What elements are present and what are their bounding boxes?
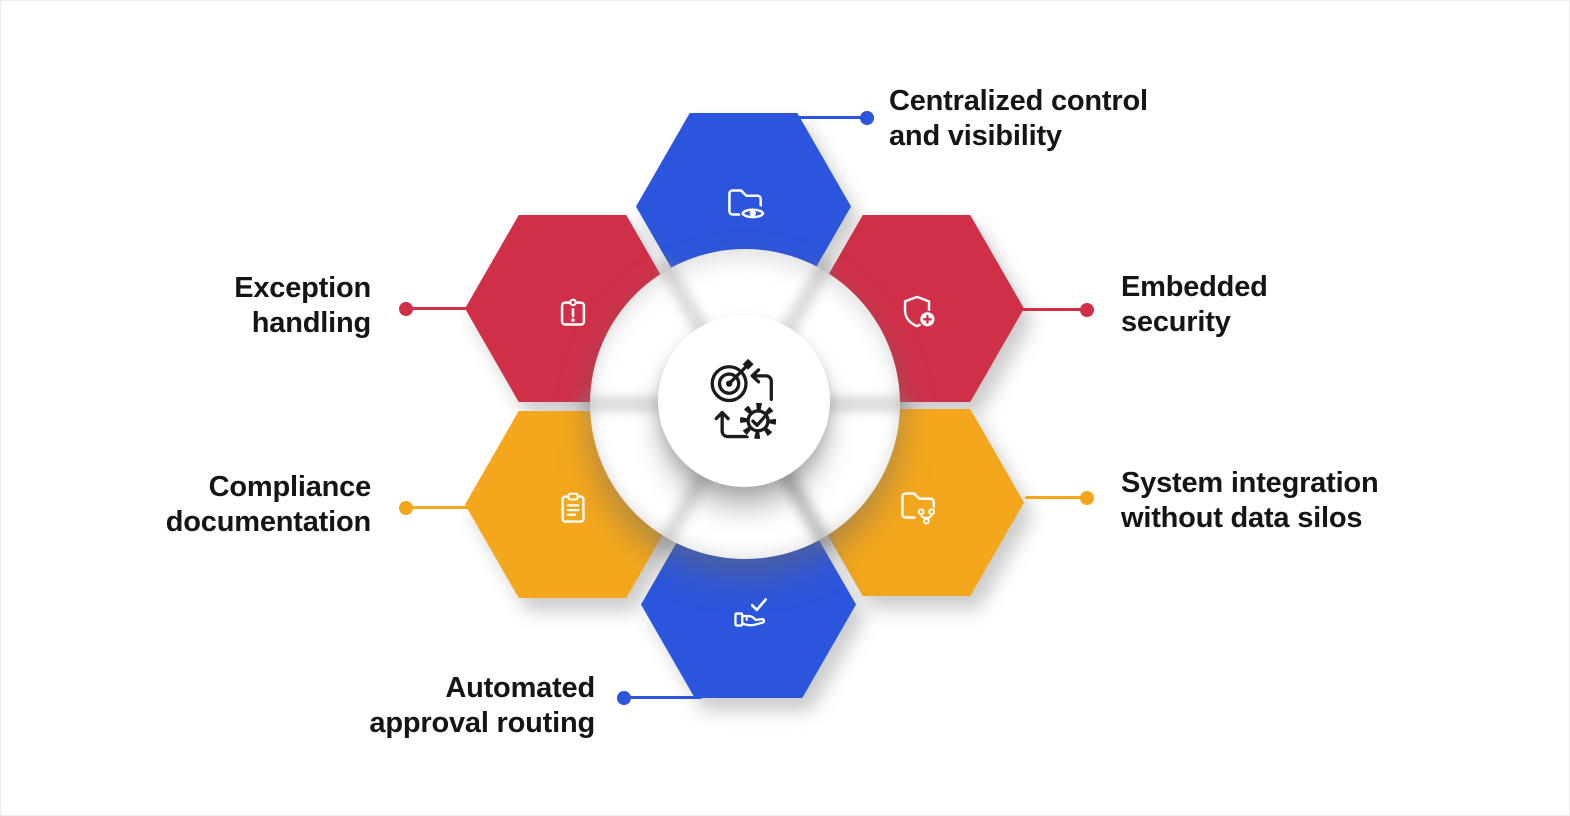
label-line: System integration	[1121, 467, 1379, 499]
label-line: handling	[251, 307, 371, 339]
connector-line-system-integration	[1025, 496, 1085, 499]
connector-dot-exception-handling	[399, 302, 413, 316]
connector-line-exception-handling	[411, 307, 473, 310]
label-line: Centralized control	[889, 85, 1148, 117]
hand-check-icon	[733, 597, 767, 627]
label-automated-approval: Automated approval routing	[369, 671, 595, 741]
connector-line-compliance-documentation	[411, 506, 473, 509]
label-embedded-security: Embedded security	[1121, 270, 1268, 340]
connector-dot-embedded-security	[1080, 303, 1094, 317]
label-line: Compliance	[208, 471, 372, 503]
folder-branch-icon	[900, 491, 937, 527]
label-compliance-documentation: Compliance documentation	[166, 470, 371, 540]
label-exception-handling: Exception handling	[234, 271, 371, 341]
connector-dot-system-integration	[1080, 491, 1094, 505]
label-system-integration: System integration without data silos	[1121, 466, 1379, 536]
label-line: Embedded	[1121, 271, 1268, 303]
center-circle	[658, 315, 830, 487]
clipboard-list-icon	[560, 492, 585, 523]
label-line: approval routing	[369, 707, 595, 739]
connector-dot-centralized-control	[860, 111, 874, 125]
label-line: without data silos	[1121, 502, 1363, 534]
connector-line-automated-approval	[630, 696, 702, 699]
label-centralized-control: Centralized control and visibility	[889, 84, 1148, 154]
label-line: Automated	[445, 672, 595, 704]
connector-line-centralized-control	[789, 116, 863, 119]
target-gear-cycle-icon	[710, 358, 777, 440]
connector-dot-automated-approval	[617, 691, 631, 705]
label-line: security	[1121, 306, 1231, 338]
label-line: documentation	[165, 506, 371, 538]
connector-line-embedded-security	[1022, 308, 1084, 311]
connector-dot-compliance-documentation	[399, 501, 413, 515]
label-line: and visibility	[889, 120, 1062, 152]
alert-box-icon	[560, 298, 585, 326]
shield-plus-icon	[903, 295, 936, 328]
label-line: Exception	[234, 272, 371, 304]
folder-eye-icon	[727, 188, 766, 222]
